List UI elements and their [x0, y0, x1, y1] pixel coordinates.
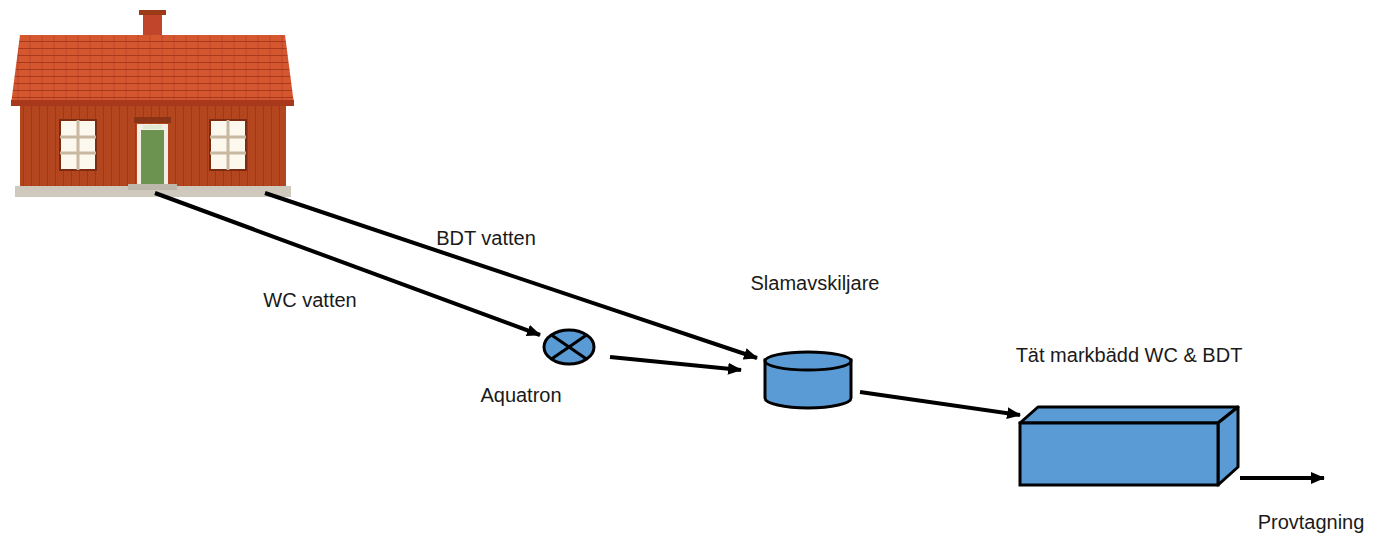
- window: [210, 120, 246, 170]
- sludge-tank: Slamavskiljare: [763, 350, 853, 410]
- cylinder-outline: [763, 350, 853, 410]
- box3d-outline: [1018, 405, 1240, 487]
- aquatron-separator: Aquatron: [542, 328, 596, 366]
- soil-bed-box: Tät markbädd WC & BDT: [1018, 405, 1240, 487]
- house-roof: [11, 35, 294, 104]
- node-title: Tät markbädd WC & BDT: [1016, 343, 1243, 367]
- flow-label: BDT vatten: [436, 226, 536, 250]
- window: [60, 120, 96, 170]
- house-illustration: [11, 10, 294, 197]
- house-wall: [20, 100, 286, 188]
- node-title: Slamavskiljare: [751, 271, 880, 295]
- flow-label: WC vatten: [263, 288, 356, 312]
- roof-edge: [11, 100, 294, 106]
- node-title: Aquatron: [480, 383, 561, 407]
- sampling-label: Provtagning: [1258, 510, 1365, 534]
- valve-outline: [542, 328, 596, 366]
- outflow-arrow: [1240, 476, 1324, 480]
- bdt-pipe-arrow: [265, 193, 757, 358]
- door: [128, 117, 177, 190]
- flow-arrow: [860, 392, 1020, 415]
- chimney-cap: [139, 10, 166, 15]
- flow-arrow: [610, 357, 741, 370]
